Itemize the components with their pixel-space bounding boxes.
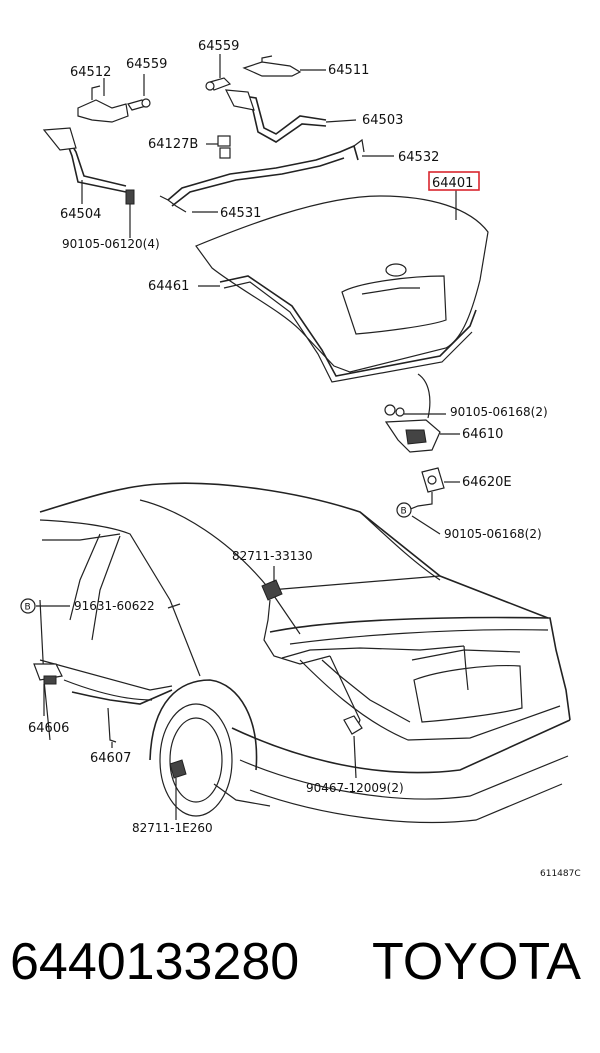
label-64607: 64607 [90, 751, 131, 766]
label-64511: 64511 [328, 63, 369, 78]
label-64559-left: 64559 [126, 57, 167, 72]
label-64512: 64512 [70, 65, 111, 80]
brand-name: TOYOTA [372, 933, 581, 991]
label-64610: 64610 [462, 427, 503, 442]
car-body: B [20, 482, 571, 824]
label-64461: 64461 [148, 279, 189, 294]
label-64127B: 64127B [148, 137, 198, 152]
label-64504: 64504 [60, 207, 101, 222]
hinge-left-assembly [42, 85, 151, 214]
label-64503: 64503 [362, 113, 403, 128]
bolt-marker-left: B [25, 603, 31, 613]
label-90105-06168-upper: 90105-06168(2) [450, 405, 548, 419]
label-90467-12009: 90467-12009(2) [306, 781, 404, 795]
lock-assembly: B [384, 373, 445, 518]
label-90105-06120: 90105-06120(4) [62, 237, 160, 251]
label-90105-06168-lower: 90105-06168(2) [444, 527, 542, 541]
label-64532: 64532 [398, 150, 439, 165]
part-number: 6440133280 [10, 933, 300, 991]
label-91631-60622: 91631-60622 [74, 599, 155, 613]
label-64401: 64401 [432, 176, 473, 191]
cable-assembly [159, 135, 365, 213]
label-64606: 64606 [28, 721, 69, 736]
highlight-box-64401 [428, 171, 480, 191]
label-82711-33130: 82711-33130 [232, 549, 313, 563]
trunk-lid [195, 195, 489, 383]
parts-diagram: B [20, 39, 581, 879]
bolt-marker-right: B [401, 507, 407, 517]
diagram-ref-code: 611487C [540, 869, 581, 879]
label-64531: 64531 [220, 206, 261, 221]
label-64620E: 64620E [462, 475, 512, 490]
hinge-right-assembly [205, 55, 327, 143]
label-82711-1E260: 82711-1E260 [132, 821, 213, 835]
label-64559-top: 64559 [198, 39, 239, 54]
part-labels: 64559 64512 64559 64511 64503 64127B 645… [28, 39, 581, 879]
leader-lines [36, 54, 460, 820]
